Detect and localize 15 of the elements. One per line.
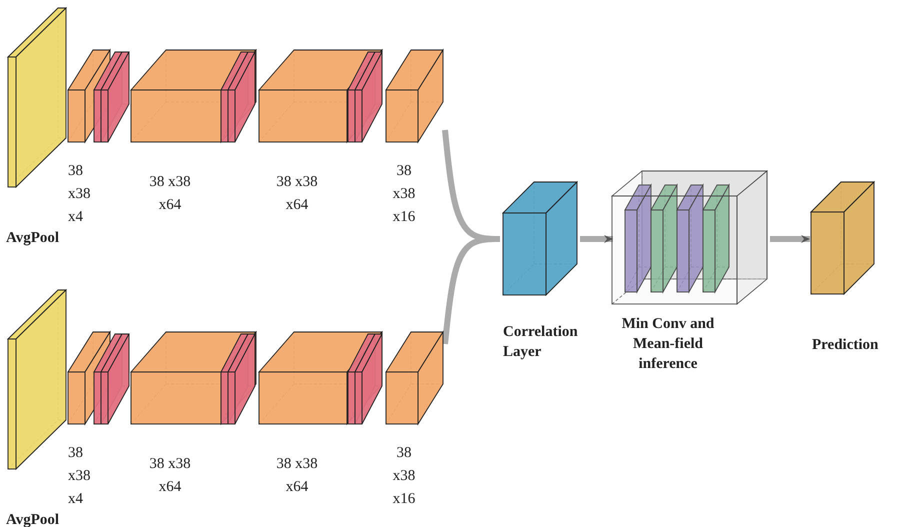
layer-label: 38 x38 x16: [392, 162, 416, 227]
layer-label: 38 x38 x64: [275, 455, 319, 497]
layer-label: 38 x38 x4: [68, 162, 92, 227]
layer-label: Prediction: [812, 336, 880, 355]
layer-label: 38 x38 x16: [392, 444, 416, 509]
layer-label: Correlation Layer: [503, 323, 579, 362]
arrow: [770, 235, 810, 243]
layer-label: 38 x38 x64: [148, 455, 192, 497]
layer-label: Min Conv and Mean-field inference: [620, 315, 716, 374]
layer-label: 38 x38 x4: [68, 444, 92, 509]
layer-label: 38 x38 x64: [148, 173, 192, 215]
arrow: [580, 235, 613, 243]
layer-label: AvgPool: [6, 511, 60, 527]
layer-label: 38 x38 x64: [275, 173, 319, 215]
layer-label: AvgPool: [6, 229, 60, 248]
